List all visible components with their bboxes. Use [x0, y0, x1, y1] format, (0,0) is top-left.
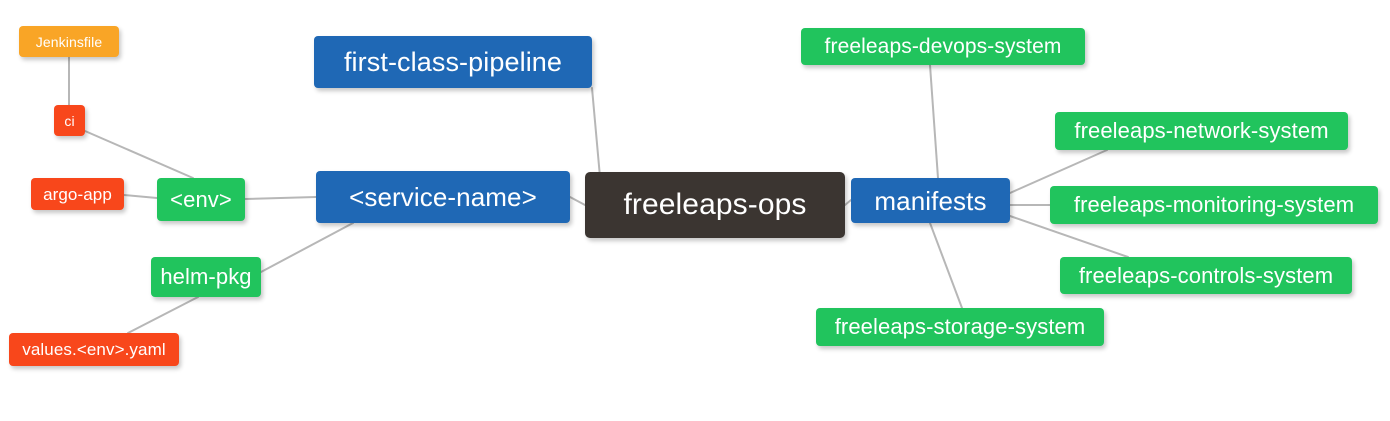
edge-manifests-to-freeleaps-controls-system	[1009, 215, 1129, 258]
edge-freeleaps-ops-to-manifests	[844, 199, 852, 206]
node-label: ci	[64, 112, 75, 129]
mindmap-node-service-name[interactable]: <service-name>	[316, 171, 570, 223]
edge-env-to-ci	[84, 130, 194, 179]
node-label: manifests	[874, 185, 987, 216]
mindmap-node-freeleaps-controls-system[interactable]: freeleaps-controls-system	[1060, 257, 1352, 294]
node-label: freeleaps-storage-system	[834, 314, 1086, 339]
mindmap-node-manifests[interactable]: manifests	[851, 178, 1010, 223]
node-label: argo-app	[43, 184, 112, 204]
node-label: <env>	[170, 186, 232, 212]
node-label: freeleaps-ops	[623, 188, 807, 221]
mindmap-node-first-class-pipeline[interactable]: first-class-pipeline	[314, 36, 592, 88]
node-label: <service-name>	[349, 182, 537, 212]
edge-manifests-to-freeleaps-devops-system	[929, 64, 939, 179]
node-label: freeleaps-controls-system	[1078, 262, 1334, 288]
edge-manifests-to-freeleaps-storage-system	[929, 222, 963, 309]
mindmap-node-argo-app[interactable]: argo-app	[31, 178, 124, 210]
node-label: freeleaps-devops-system	[824, 35, 1062, 58]
mindmap-node-freeleaps-monitoring-system[interactable]: freeleaps-monitoring-system	[1050, 186, 1378, 224]
edge-helm-pkg-to-values-env-yaml	[127, 296, 199, 334]
edge-manifests-to-freeleaps-network-system	[1009, 149, 1108, 194]
mindmap-node-freeleaps-ops[interactable]: freeleaps-ops	[585, 172, 845, 238]
mindmap-node-values-env-yaml[interactable]: values.<env>.yaml	[9, 333, 179, 366]
edge-freeleaps-ops-to-service-name	[569, 196, 586, 206]
node-label: values.<env>.yaml	[22, 340, 166, 359]
mindmap-node-helm-pkg[interactable]: helm-pkg	[151, 257, 261, 297]
mindmap-node-freeleaps-storage-system[interactable]: freeleaps-storage-system	[816, 308, 1104, 346]
edge-service-name-to-helm-pkg	[260, 222, 354, 273]
node-label: Jenkinsfile	[35, 33, 103, 50]
mindmap-node-jenkinsfile[interactable]: Jenkinsfile	[19, 26, 119, 57]
mindmap-node-ci[interactable]: ci	[54, 105, 85, 136]
node-label: freeleaps-network-system	[1074, 118, 1329, 143]
mindmap-node-freeleaps-devops-system[interactable]: freeleaps-devops-system	[801, 28, 1085, 65]
mindmap-node-freeleaps-network-system[interactable]: freeleaps-network-system	[1055, 112, 1348, 150]
edge-env-to-argo-app	[123, 194, 158, 199]
node-label: helm-pkg	[160, 264, 252, 289]
node-label: freeleaps-monitoring-system	[1073, 192, 1355, 217]
node-label: first-class-pipeline	[343, 46, 563, 77]
edge-freeleaps-ops-to-first-class-pipeline	[591, 87, 601, 178]
edge-service-name-to-env	[244, 196, 317, 200]
mindmap-node-env[interactable]: <env>	[157, 178, 245, 221]
